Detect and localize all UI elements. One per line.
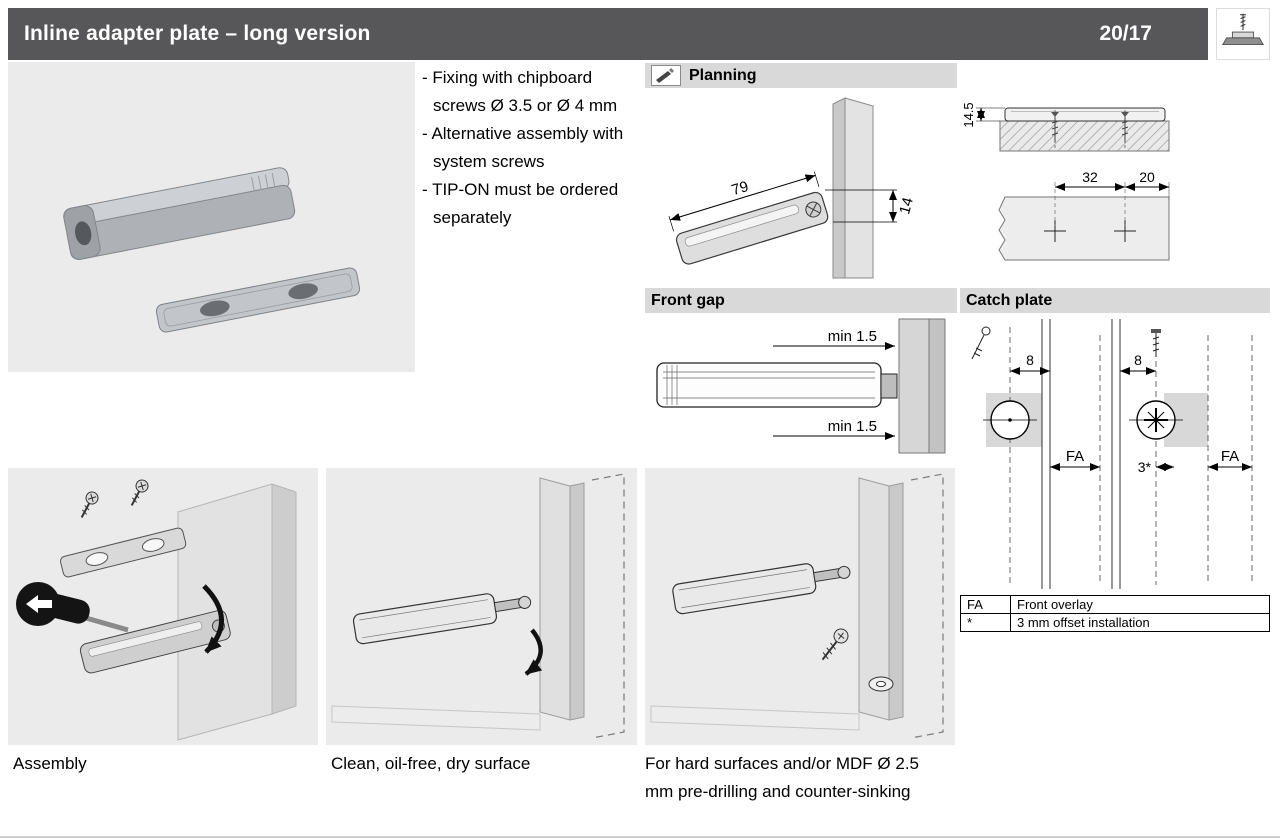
product-render bbox=[63, 167, 361, 333]
step-caption: For hard surfaces and/or MDF Ø 2.5 mm pr… bbox=[645, 754, 919, 801]
planning-drawing-perspective: 79 14 bbox=[645, 90, 957, 282]
screwdriver bbox=[16, 582, 129, 633]
assembly-illustration bbox=[8, 468, 318, 745]
legend-value: Front overlay bbox=[1010, 595, 1270, 614]
fa-left-label: FA bbox=[1066, 448, 1084, 465]
dim-8-left-label: 8 bbox=[1026, 352, 1034, 368]
product-photo bbox=[8, 62, 415, 372]
gap-dim-bottom: min 1.5 bbox=[773, 418, 895, 440]
planning-drawing-dimensions: 14.5 32 20 bbox=[960, 90, 1270, 282]
legend-row: * 3 mm offset installation bbox=[960, 613, 1270, 632]
legend-key: * bbox=[960, 613, 1011, 632]
section-title: Catch plate bbox=[966, 291, 1053, 309]
dim-hole-spacing-label: 32 bbox=[1082, 169, 1098, 185]
catch-plate-legend: FA Front overlay * 3 mm offset installat… bbox=[960, 595, 1270, 632]
catch-plate-left: 8 FA bbox=[983, 319, 1101, 589]
adapter-housing bbox=[63, 167, 296, 261]
legend-value: 3 mm offset installation bbox=[1010, 613, 1270, 632]
system-screws bbox=[1051, 110, 1129, 148]
side-section: 14.5 bbox=[961, 102, 1170, 152]
adapter-plate bbox=[155, 267, 361, 333]
adapter-plate-part bbox=[60, 527, 187, 578]
section-header-planning: Planning bbox=[645, 63, 957, 88]
cabinet-panel bbox=[832, 97, 874, 279]
gap-dim-top: min 1.5 bbox=[773, 328, 895, 350]
tip-on-unit bbox=[656, 362, 898, 408]
dim-height-label: 14 bbox=[896, 196, 917, 217]
page-title: Inline adapter plate – long version bbox=[24, 22, 371, 45]
rotate-arrow bbox=[524, 628, 543, 676]
section-title: Front gap bbox=[651, 291, 725, 309]
brand-logo bbox=[1216, 8, 1270, 60]
cabinet-panel bbox=[177, 483, 297, 741]
front-gap-drawing: min 1.5 min 1.5 bbox=[645, 315, 957, 457]
dim-length-label: 79 bbox=[730, 178, 751, 199]
dim-hole-edge-label: 20 bbox=[1139, 169, 1155, 185]
rotate-arrow bbox=[202, 584, 224, 654]
cabinet-panel bbox=[539, 477, 585, 721]
catch-plate-drawing: 8 FA bbox=[960, 315, 1270, 593]
legend-row: FA Front overlay bbox=[960, 595, 1270, 614]
screw-icon bbox=[130, 479, 149, 506]
gap-top-label: min 1.5 bbox=[828, 328, 877, 345]
clean-surface-illustration bbox=[326, 468, 637, 745]
catch-plate-right: 8 3* FA bbox=[1111, 319, 1253, 589]
cabinet-bottom bbox=[650, 705, 860, 731]
screw-icon bbox=[1151, 329, 1161, 357]
header-bar: Inline adapter plate – long version 20/1… bbox=[8, 8, 1208, 60]
planning-icon bbox=[651, 65, 681, 86]
pre-drill-icon bbox=[971, 326, 991, 360]
tip-on-unit bbox=[672, 563, 851, 615]
feature-item: - TIP-ON must be ordered separately bbox=[422, 180, 619, 227]
feature-item: - Alternative assembly with system screw… bbox=[422, 124, 624, 171]
adapter-drawing: 79 bbox=[668, 171, 829, 265]
page-bottom-rule bbox=[0, 836, 1280, 838]
feature-list: - Fixing with chipboard screws Ø 3.5 or … bbox=[422, 64, 642, 232]
screw-plate-icon bbox=[1221, 13, 1265, 46]
fa-right-label: FA bbox=[1221, 448, 1239, 465]
section-title: Planning bbox=[689, 66, 757, 84]
screw-icon bbox=[80, 491, 99, 518]
screw-icon bbox=[821, 628, 849, 661]
gap-bottom-label: min 1.5 bbox=[828, 418, 877, 435]
front-panel bbox=[898, 318, 946, 454]
cabinet-panel bbox=[858, 477, 904, 721]
dim-plate-height-label: 14.5 bbox=[961, 102, 976, 127]
tip-on-unit bbox=[352, 593, 532, 645]
door-outline-dashed bbox=[910, 473, 944, 739]
step-caption: Assembly bbox=[13, 754, 87, 773]
washer-icon bbox=[868, 676, 894, 692]
step-caption: Clean, oil-free, dry surface bbox=[331, 754, 531, 773]
section-header-front-gap: Front gap bbox=[645, 288, 957, 313]
page-number: 20/17 bbox=[1099, 22, 1152, 45]
door-outline-dashed bbox=[591, 473, 625, 739]
dim-8-right-label: 8 bbox=[1134, 352, 1142, 368]
feature-item: - Fixing with chipboard screws Ø 3.5 or … bbox=[422, 68, 618, 115]
dim-height: 14 bbox=[825, 189, 917, 223]
top-view: 32 20 bbox=[998, 169, 1170, 261]
drill-positions bbox=[1044, 220, 1136, 242]
section-header-catch-plate: Catch plate bbox=[960, 288, 1270, 313]
dim-3-offset-label: 3* bbox=[1138, 459, 1152, 475]
cabinet-bottom bbox=[331, 705, 541, 731]
pre-drilling-illustration bbox=[645, 468, 955, 745]
legend-key: FA bbox=[960, 595, 1011, 614]
